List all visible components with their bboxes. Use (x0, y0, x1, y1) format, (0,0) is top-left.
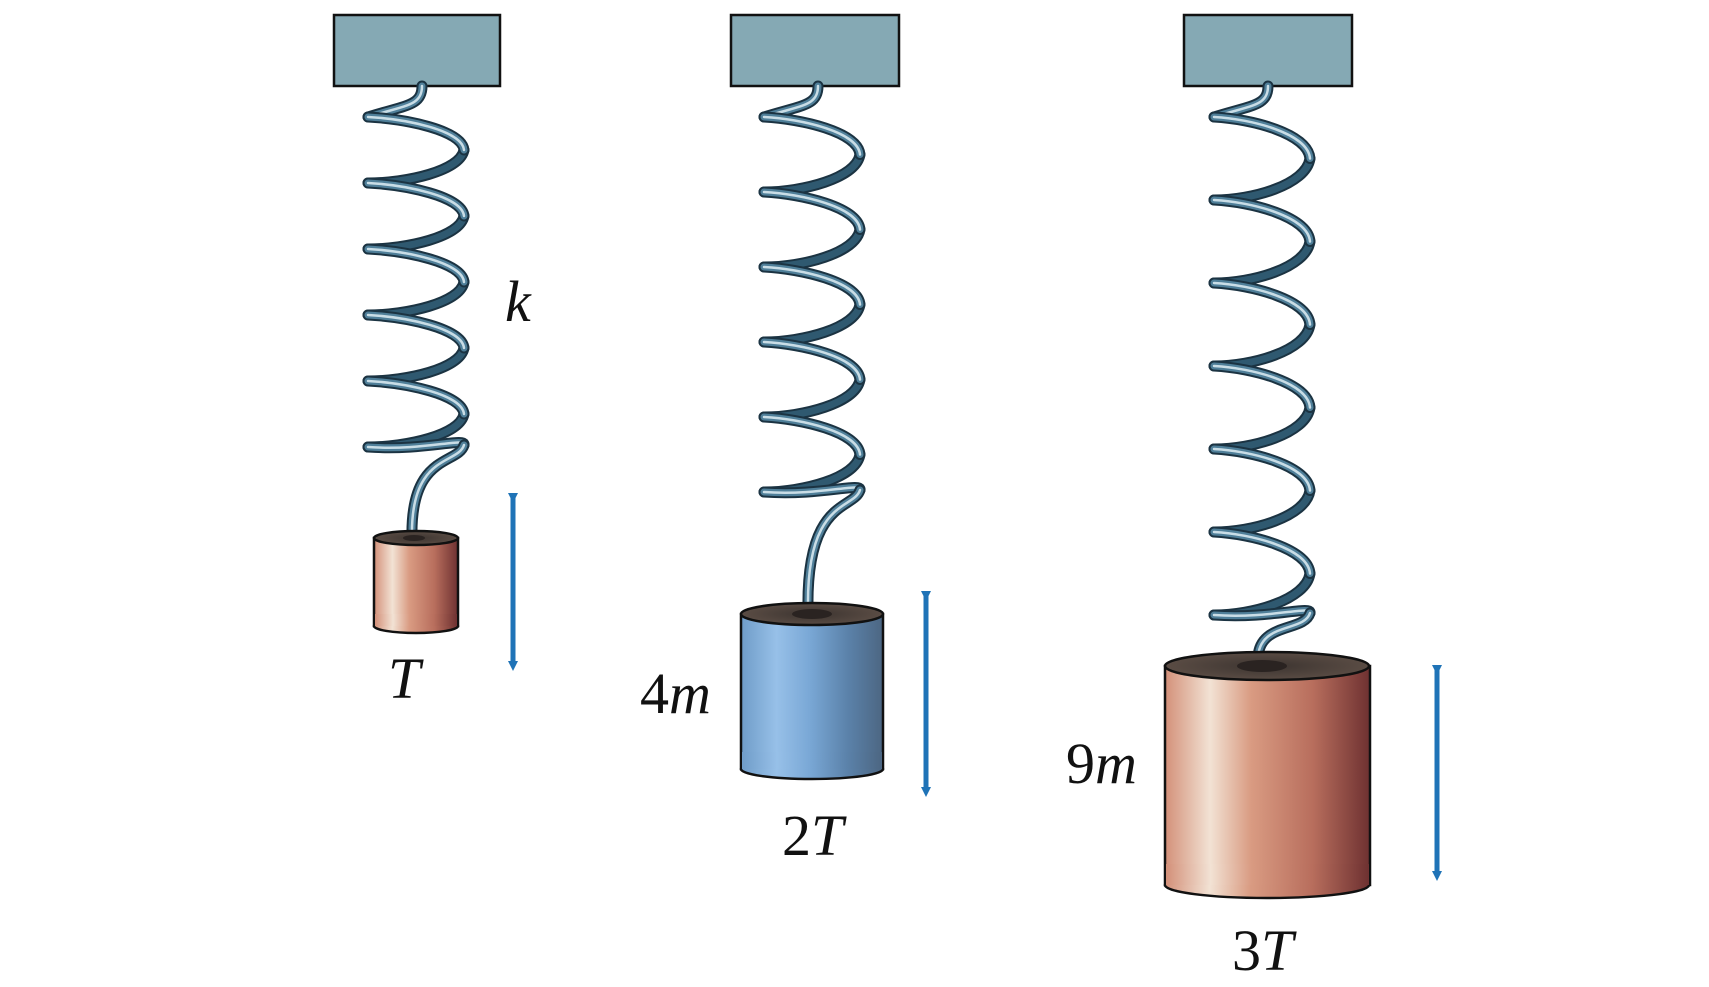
mass-label-3: 9m (1066, 731, 1137, 796)
period-variable-3: T (1261, 918, 1297, 982)
spring-2 (758, 80, 866, 616)
mass-coefficient-2: 4 (640, 661, 669, 726)
period-variable-2: T (811, 803, 847, 868)
spring-1 (362, 80, 470, 544)
period-coefficient-3: 3 (1232, 918, 1261, 982)
spring-3 (1208, 80, 1316, 668)
mass-label-2: 4m (640, 661, 711, 726)
ceiling-support-3 (1182, 13, 1354, 88)
system-3: 9m 3T (1066, 13, 1442, 983)
ceiling-support-1 (332, 13, 502, 88)
mass-variable-3: m (1095, 731, 1137, 796)
period-coefficient-2: 2 (782, 803, 811, 868)
mass-2 (739, 601, 885, 781)
period-variable-1: T (388, 646, 424, 711)
mass-coefficient-3: 9 (1066, 731, 1095, 796)
spring-constant-label: k (505, 269, 532, 334)
period-label-1: T (388, 646, 424, 711)
mass-variable-2: m (669, 661, 711, 726)
mass-3 (1163, 650, 1372, 900)
ceiling-support-2 (729, 13, 901, 88)
system-2: 4m 2T (640, 13, 931, 868)
mass-1 (372, 529, 460, 635)
system-1: k T (332, 13, 532, 711)
period-label-3: 3T (1232, 918, 1297, 982)
period-label-2: 2T (782, 803, 847, 868)
